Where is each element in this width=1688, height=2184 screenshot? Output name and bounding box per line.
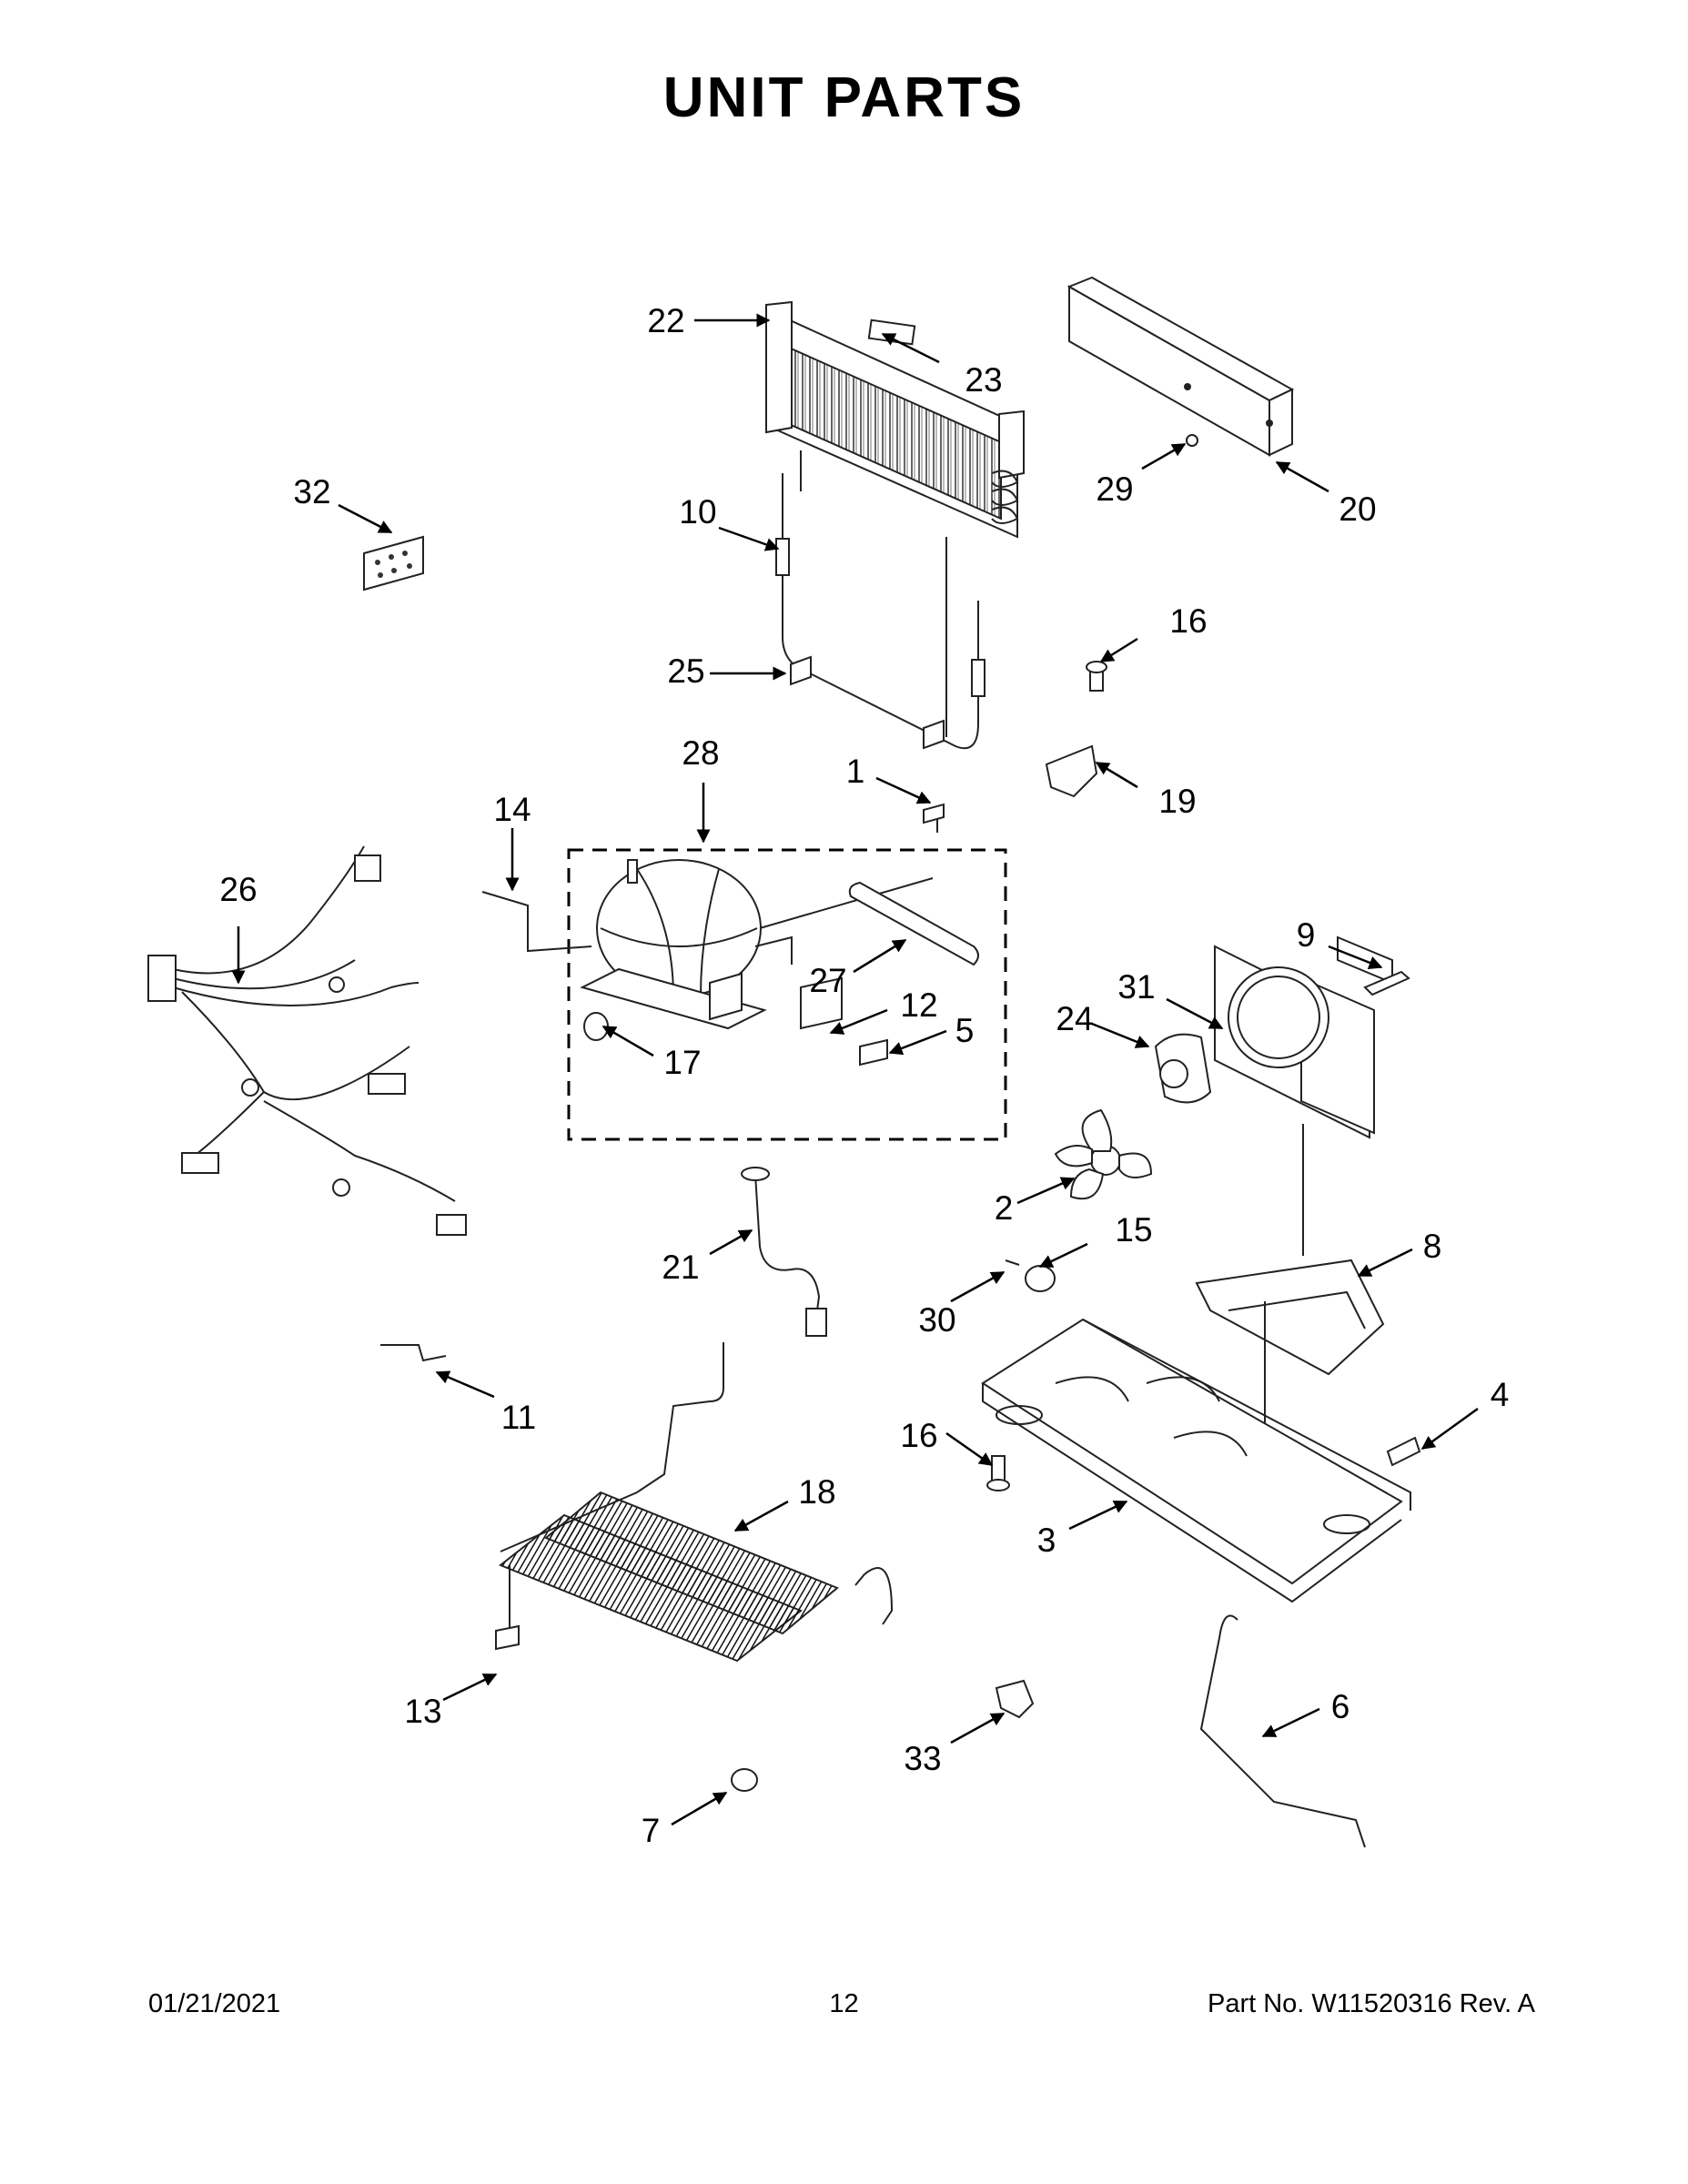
clamp — [1045, 744, 1098, 798]
arrow-15 — [1038, 1242, 1088, 1269]
callout-19: 19 — [1158, 783, 1196, 820]
arrow-20 — [1275, 460, 1329, 493]
footer-page-number: 12 — [829, 1989, 859, 2018]
drain-tube — [741, 1167, 827, 1337]
callout-15: 15 — [1115, 1211, 1152, 1249]
callout-10: 10 — [679, 493, 716, 531]
wire-harness — [147, 845, 467, 1236]
evaporator-coil — [764, 300, 1025, 737]
leader-arrows — [231, 313, 1479, 1826]
callout-12: 12 — [900, 986, 937, 1024]
callout-5: 5 — [955, 1012, 975, 1049]
grommet-lower — [731, 1768, 758, 1792]
fan-motor — [1154, 1033, 1212, 1104]
callout-9: 9 — [1297, 916, 1316, 954]
callout-33: 33 — [904, 1740, 941, 1777]
arrow-23 — [881, 332, 940, 364]
arrow-29 — [1141, 442, 1187, 470]
arrow-24 — [1091, 1022, 1150, 1048]
start-relay — [800, 976, 888, 1067]
control-board — [363, 535, 424, 592]
condenser-fan-blade — [1054, 1108, 1153, 1200]
screw — [986, 1455, 1010, 1491]
arrow-16a — [1099, 637, 1138, 663]
footer-date: 01/21/2021 — [148, 1989, 281, 2018]
arrow-27 — [853, 938, 907, 974]
arrow-21 — [709, 1228, 753, 1256]
callout-1: 1 — [846, 753, 865, 790]
arrow-19 — [1095, 761, 1138, 789]
callout-11: 11 — [501, 1399, 536, 1436]
wire-clip — [380, 1344, 447, 1362]
callout-28: 28 — [682, 734, 719, 772]
drain-tube-lower — [1199, 1614, 1366, 1848]
arrow-6 — [1261, 1707, 1320, 1738]
condenser-coil — [495, 1342, 894, 1663]
arrow-5 — [888, 1029, 947, 1056]
arrow-10 — [718, 526, 780, 551]
arrow-7 — [671, 1791, 728, 1826]
ground-strap — [481, 891, 592, 953]
evaporator-cover — [1066, 276, 1295, 457]
callout-29: 29 — [1096, 470, 1133, 508]
arrow-8 — [1357, 1248, 1413, 1278]
leveling-screw — [1386, 1436, 1421, 1467]
arrow-17 — [601, 1025, 654, 1057]
base-plate — [981, 1318, 1411, 1603]
callout-26: 26 — [219, 871, 257, 908]
damper-clip — [995, 1679, 1035, 1719]
drier — [848, 803, 979, 966]
callout-16b: 16 — [900, 1417, 937, 1454]
callout-18: 18 — [798, 1473, 835, 1511]
arrow-2 — [1016, 1177, 1076, 1205]
callout-16a: 16 — [1169, 602, 1207, 640]
pump-screw — [1086, 661, 1107, 692]
callout-17: 17 — [663, 1044, 701, 1081]
callout-25: 25 — [667, 652, 704, 690]
callout-30: 30 — [918, 1301, 955, 1339]
callout-3: 3 — [1037, 1522, 1056, 1559]
arrow-9 — [1328, 945, 1383, 969]
callout-13: 13 — [404, 1693, 441, 1730]
page-title: UNIT PARTS — [662, 66, 1026, 129]
callout-32: 32 — [293, 473, 330, 511]
grommet — [1186, 434, 1198, 447]
callout-4: 4 — [1491, 1376, 1510, 1413]
arrow-30 — [950, 1270, 1006, 1303]
callout-23: 23 — [965, 361, 1002, 399]
arrow-31 — [1166, 997, 1224, 1030]
arrow-4 — [1420, 1407, 1479, 1451]
callout-24: 24 — [1056, 1000, 1093, 1037]
arrow-13 — [442, 1673, 498, 1702]
arrow-16b — [945, 1431, 994, 1467]
callout-14: 14 — [493, 791, 531, 828]
callout-22: 22 — [647, 302, 684, 339]
foam-strip — [867, 318, 916, 346]
pin — [1005, 1259, 1020, 1266]
arrow-18 — [733, 1500, 789, 1532]
callout-labels: 1 2 3 4 5 6 7 8 9 10 11 12 13 14 15 16 1… — [219, 302, 1509, 1849]
evaporator-heater — [775, 473, 986, 750]
motor-bracket — [1195, 1259, 1385, 1520]
arrow-11 — [435, 1370, 495, 1399]
compressor-assembly — [567, 848, 1007, 1141]
callout-7: 7 — [642, 1812, 661, 1849]
callout-8: 8 — [1423, 1228, 1442, 1265]
arrow-33 — [950, 1712, 1006, 1744]
fan-bushing — [1025, 1265, 1056, 1292]
callout-2: 2 — [995, 1189, 1014, 1227]
arrow-32 — [338, 503, 393, 534]
footer-part-number: Part No. W11520316 Rev. A — [1207, 1989, 1535, 2018]
shoulder-screw — [1363, 970, 1410, 996]
callout-27: 27 — [809, 962, 846, 999]
callout-6: 6 — [1331, 1688, 1350, 1725]
callout-20: 20 — [1339, 490, 1376, 528]
arrow-1 — [875, 776, 932, 804]
arrow-3 — [1068, 1500, 1128, 1531]
fan-shroud — [1214, 935, 1393, 1256]
callout-21: 21 — [662, 1249, 699, 1286]
callout-31: 31 — [1117, 968, 1155, 1006]
arrow-12 — [829, 1008, 888, 1035]
